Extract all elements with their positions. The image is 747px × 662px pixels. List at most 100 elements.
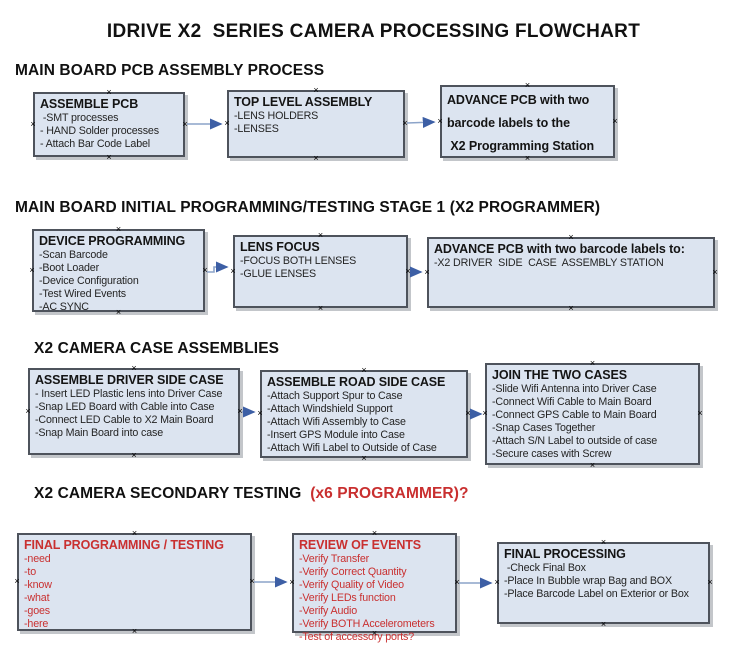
connection-anchor-icon bbox=[256, 409, 264, 417]
flow-box-final-processing: FINAL PROCESSING -Check Final Box-Place … bbox=[497, 542, 710, 624]
connection-anchor-icon bbox=[229, 267, 237, 275]
connection-anchor-icon bbox=[481, 409, 489, 417]
box-item-text: ADVANCE PCB with two bbox=[447, 93, 590, 107]
connection-anchor-icon bbox=[13, 577, 21, 585]
connection-anchor-icon bbox=[464, 409, 472, 417]
connection-anchor-icon bbox=[28, 266, 36, 274]
connection-anchor-icon bbox=[453, 578, 461, 586]
box-item-text: -Verify Quality of Video bbox=[299, 579, 404, 591]
connection-anchor-icon bbox=[130, 364, 138, 372]
connection-anchor-icon bbox=[24, 407, 32, 415]
section-heading-initial-programming: MAIN BOARD INITIAL PROGRAMMING/TESTING S… bbox=[15, 199, 601, 216]
box-title: ASSEMBLE DRIVER SIDE CASE bbox=[35, 373, 224, 387]
box-item-text: -Attach Windshield Support bbox=[267, 403, 393, 415]
box-item-text: -Scan Barcode bbox=[39, 249, 108, 261]
flow-box-lens-focus: LENS FOCUS -FOCUS BOTH LENSES-GLUE LENSE… bbox=[233, 235, 408, 308]
connection-anchor-icon bbox=[181, 120, 189, 128]
box-item-text: -Boot Loader bbox=[39, 262, 99, 274]
box-item-text: -Attach S/N Label to outside of case bbox=[492, 435, 658, 447]
flow-box-device-programming: DEVICE PROGRAMMING -Scan Barcode-Boot Lo… bbox=[32, 229, 205, 313]
box-item-text: - Attach Bar Code Label bbox=[40, 138, 151, 150]
connection-anchor-icon bbox=[248, 577, 256, 585]
box-item-text: -GLUE LENSES bbox=[240, 268, 317, 280]
connection-anchor-icon bbox=[600, 620, 608, 628]
box-title: REVIEW OF EVENTS bbox=[299, 538, 422, 552]
box-item-text: -here bbox=[24, 618, 49, 630]
box-item-list: -Attach Support Spur to Case-Attach Wind… bbox=[267, 390, 462, 455]
connection-anchor-icon bbox=[131, 529, 139, 537]
box-item-text: -need bbox=[24, 553, 51, 565]
connection-anchor-icon bbox=[436, 117, 444, 125]
box-item-text: -Verify Correct Quantity bbox=[299, 566, 407, 578]
flow-box-review-of-events: REVIEW OF EVENTS -Verify Transfer-Verify… bbox=[292, 533, 457, 643]
connection-anchor-icon bbox=[611, 117, 619, 125]
connection-anchor-icon bbox=[404, 267, 412, 275]
connection-anchor-icon bbox=[423, 268, 431, 276]
section-heading-case-assemblies: X2 CAMERA CASE ASSEMBLIES bbox=[34, 340, 280, 357]
box-item-list: -LENS HOLDERS-LENSES bbox=[234, 110, 399, 136]
box-item-list: -FOCUS BOTH LENSES-GLUE LENSES bbox=[240, 255, 402, 281]
box-item-text: -Verify LEDs function bbox=[299, 592, 396, 604]
connection-anchor-icon bbox=[711, 268, 719, 276]
box-item-list: -Slide Wifi Antenna into Driver Case-Con… bbox=[492, 383, 694, 461]
connection-anchor-icon bbox=[312, 86, 320, 94]
box-item-list: -X2 DRIVER SIDE CASE ASSEMBLY STATION bbox=[434, 257, 709, 270]
connection-anchor-icon bbox=[288, 578, 296, 586]
box-item-text: -Place Barcode Label on Exterior or Box bbox=[504, 588, 689, 600]
box-item-text: - Insert LED Plastic lens into Driver Ca… bbox=[35, 388, 223, 400]
box-item-text: -Snap Main Board into case bbox=[35, 427, 163, 439]
connection-anchor-icon bbox=[105, 88, 113, 96]
box-item-text: X2 Programming Station bbox=[447, 139, 595, 153]
section-heading-pcb-assembly: MAIN BOARD PCB ASSEMBLY PROCESS bbox=[15, 62, 325, 79]
connection-anchor-icon bbox=[236, 407, 244, 415]
box-item-text: barcode labels to the bbox=[447, 116, 570, 130]
box-item-text: -Secure cases with Screw bbox=[492, 448, 612, 460]
box-item-text: -know bbox=[24, 579, 52, 591]
connection-anchor-icon bbox=[115, 308, 123, 316]
box-item-text: -Check Final Box bbox=[504, 562, 586, 574]
box-title: TOP LEVEL ASSEMBLY bbox=[234, 95, 373, 109]
box-item-text: -SMT processes bbox=[40, 112, 119, 124]
connection-anchor-icon bbox=[317, 304, 325, 312]
box-item-text: -Connect GPS Cable to Main Board bbox=[492, 409, 657, 421]
flow-box-assemble-road-side-case: ASSEMBLE ROAD SIDE CASE -Attach Support … bbox=[260, 370, 468, 458]
box-item-text: -FOCUS BOTH LENSES bbox=[240, 255, 357, 267]
box-title: FINAL PROCESSING bbox=[504, 547, 626, 561]
box-item-text: -Device Configuration bbox=[39, 275, 139, 287]
box-item-text: -Insert GPS Module into Case bbox=[267, 429, 405, 441]
box-title: ASSEMBLE PCB bbox=[40, 97, 139, 111]
box-item-list: -SMT processes- HAND Solder processes- A… bbox=[40, 112, 179, 151]
box-title: LENS FOCUS bbox=[240, 240, 320, 254]
box-item-text: -Verify Audio bbox=[299, 605, 358, 617]
box-item-text: -Snap Cases Together bbox=[492, 422, 596, 434]
box-item-text: -LENS HOLDERS bbox=[234, 110, 319, 122]
box-item-list: - Insert LED Plastic lens into Driver Ca… bbox=[35, 388, 234, 440]
connection-anchor-icon bbox=[567, 304, 575, 312]
connection-anchor-icon bbox=[600, 538, 608, 546]
connection-anchor-icon bbox=[223, 119, 231, 127]
flow-box-assemble-driver-side-case: ASSEMBLE DRIVER SIDE CASE - Insert LED P… bbox=[28, 368, 240, 455]
flow-box-top-level-assembly: TOP LEVEL ASSEMBLY -LENS HOLDERS-LENSES bbox=[227, 90, 405, 158]
box-item-text: -Test Wired Events bbox=[39, 288, 126, 300]
connector-arrow-r1-b-c bbox=[406, 116, 436, 129]
connection-anchor-icon bbox=[589, 359, 597, 367]
box-item-list: ADVANCE PCB with two barcode labels to th… bbox=[447, 89, 609, 158]
connection-anchor-icon bbox=[706, 578, 714, 586]
box-title: JOIN THE TWO CASES bbox=[492, 368, 628, 382]
box-item-text: -Verify BOTH Accelerometers bbox=[299, 618, 435, 630]
connection-anchor-icon bbox=[360, 454, 368, 462]
box-item-text: -Verify Transfer bbox=[299, 553, 370, 565]
box-title: ADVANCE PCB with two barcode labels to: bbox=[434, 242, 685, 256]
flow-box-assemble-pcb: ASSEMBLE PCB -SMT processes- HAND Solder… bbox=[33, 92, 185, 157]
box-item-list: -Check Final Box-Place In Bubble wrap Ba… bbox=[504, 562, 704, 601]
connection-anchor-icon bbox=[493, 578, 501, 586]
flow-box-advance-pcb-to-programming-station: ADVANCE PCB with two barcode labels to th… bbox=[440, 85, 615, 158]
connection-anchor-icon bbox=[589, 461, 597, 469]
box-item-text: -goes bbox=[24, 605, 50, 617]
section-heading-secondary-testing: X2 CAMERA SECONDARY TESTING (x6 PROGRAMM… bbox=[34, 485, 469, 503]
box-item-text: -X2 DRIVER SIDE CASE ASSEMBLY STATION bbox=[434, 257, 664, 269]
connection-anchor-icon bbox=[130, 451, 138, 459]
connection-anchor-icon bbox=[401, 119, 409, 127]
connector-arrow-r2-a-b bbox=[207, 261, 229, 273]
